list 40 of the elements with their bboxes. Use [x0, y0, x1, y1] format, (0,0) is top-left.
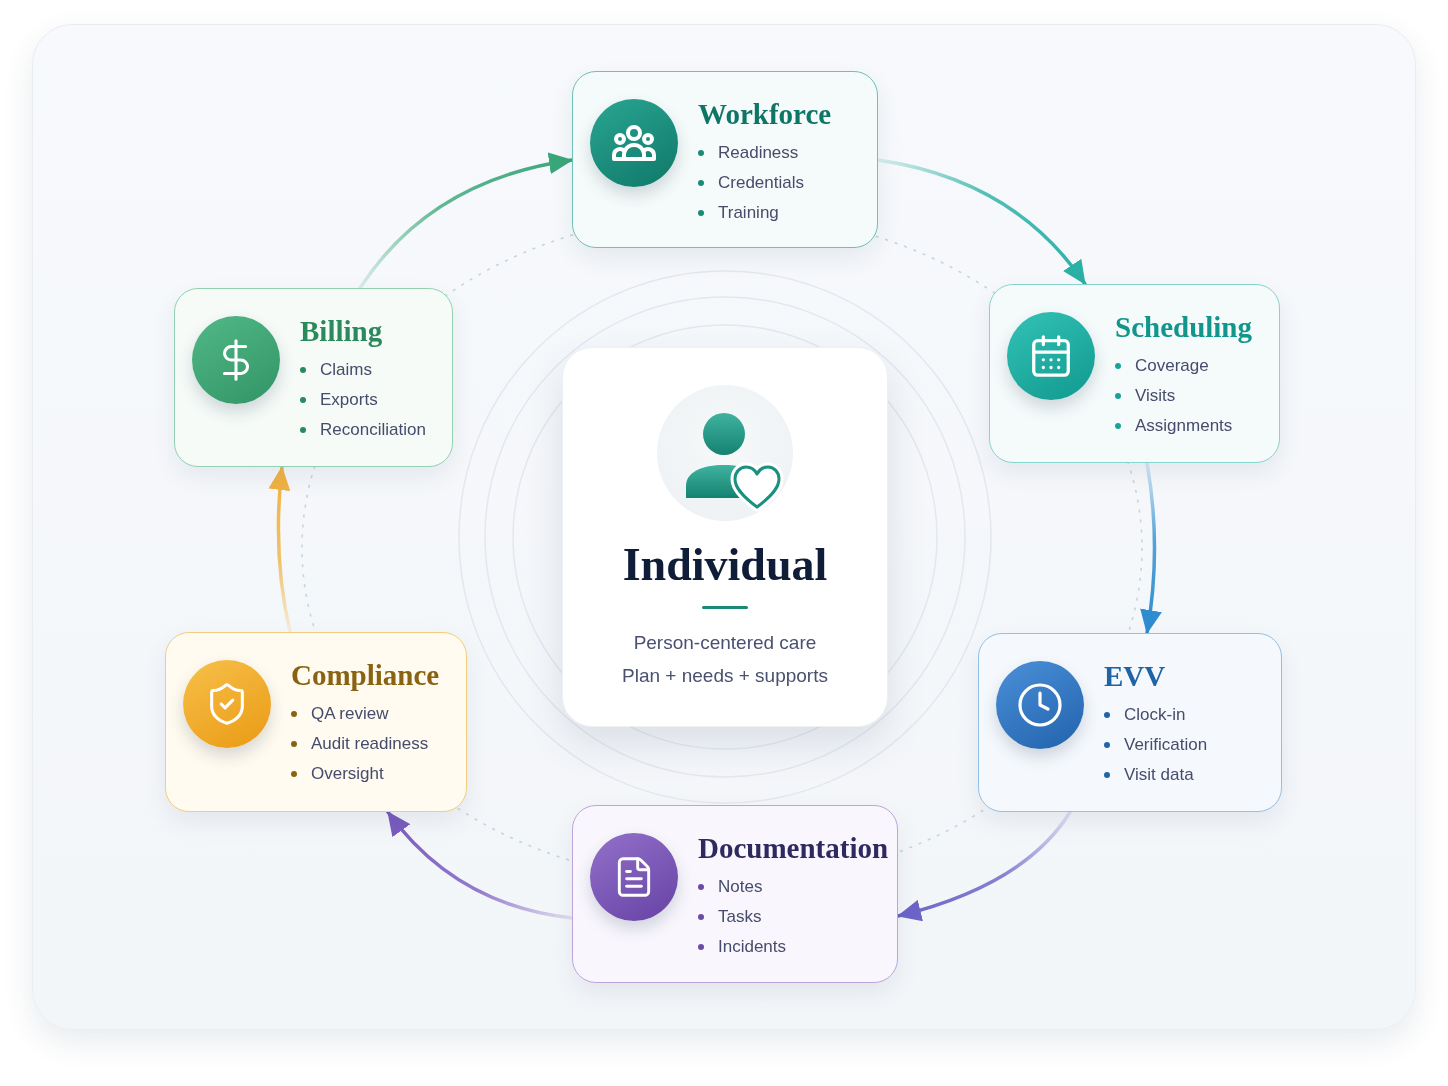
list-item: Visit data [1104, 760, 1194, 790]
process-card [174, 288, 453, 467]
arrow [1139, 461, 1162, 635]
list-item: Incidents [698, 932, 787, 962]
list-item: Oversight [291, 759, 384, 789]
list-item: Notes [698, 872, 763, 902]
card-title: Compliance [291, 658, 440, 693]
list-item: Visits [1115, 381, 1176, 411]
list-item: Verification [1104, 730, 1208, 760]
arrow [896, 810, 1072, 921]
card-title: Documentation [698, 831, 889, 866]
card-title: Workforce [698, 97, 832, 132]
process-card [572, 805, 898, 983]
list-item: Audit readiness [291, 729, 429, 759]
process-card [989, 284, 1280, 463]
process-card [978, 633, 1282, 812]
subtitle-text: Person-centered care [633, 631, 817, 655]
arrow [358, 153, 574, 290]
list-item: Exports [300, 385, 378, 415]
card-title: Scheduling [1115, 310, 1252, 345]
list-item: Training [698, 198, 779, 228]
process-card [572, 71, 878, 248]
list-item: Credentials [698, 168, 804, 198]
list-item: Claims [300, 355, 372, 385]
list-item: Reconciliation [300, 415, 426, 445]
list-item: Coverage [1115, 351, 1209, 381]
process-card [165, 632, 467, 812]
list-item: QA review [291, 699, 389, 729]
card-title: Individual [622, 539, 828, 591]
subtitle-text: Plan + needs + supports [622, 664, 828, 688]
arrow [268, 465, 292, 634]
list-item: Tasks [698, 902, 762, 932]
list-item: Readiness [698, 138, 799, 168]
list-item: Assignments [1115, 411, 1233, 441]
center-card [562, 347, 888, 727]
list-item: Clock-in [1104, 700, 1186, 730]
arrow [876, 158, 1087, 286]
arrow [386, 810, 574, 920]
card-title: Billing [300, 314, 383, 349]
card-title: EVV [1104, 659, 1166, 694]
